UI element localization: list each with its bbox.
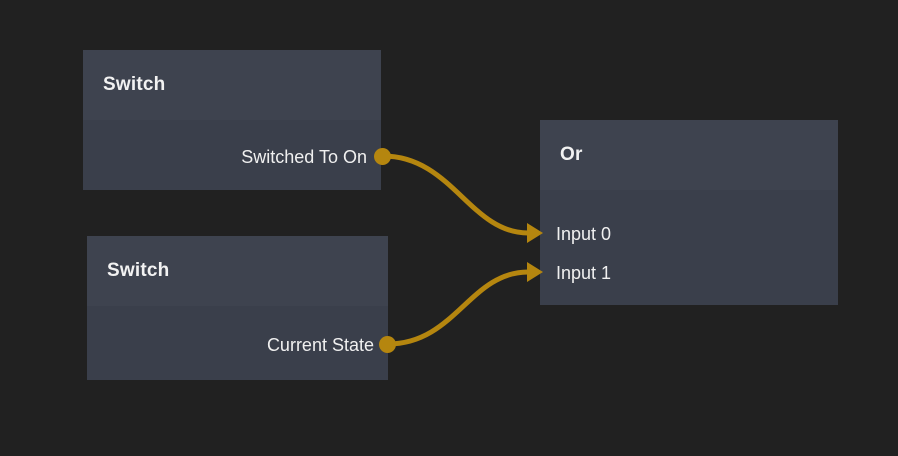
node-title: Switch [107,260,170,281]
input-pin-row-input-1[interactable]: Input 1 [556,264,611,282]
node-header[interactable]: Switch [87,236,388,306]
node-title: Or [560,144,583,165]
output-pin-label: Switched To On [241,147,367,167]
node-body: Current State [87,306,388,380]
node-header[interactable]: Or [540,120,838,190]
node-switch-1[interactable]: Switch Switched To On [83,50,381,190]
input-pin-arrow-input-1[interactable] [527,262,543,282]
node-body: Input 0 Input 1 [540,190,838,305]
output-pin-dot-switched-to-on[interactable] [374,148,391,165]
output-pin-dot-current-state[interactable] [379,336,396,353]
node-header[interactable]: Switch [83,50,381,120]
input-pin-arrow-input-0[interactable] [527,223,543,243]
connection-wire [380,153,531,236]
input-pin-label: Input 1 [556,263,612,283]
output-pin-row-switched-to-on[interactable]: Switched To On [241,148,367,166]
node-title: Switch [103,74,166,95]
connection-wire [385,269,531,347]
output-pin-label: Current State [266,335,374,355]
node-or[interactable]: Or Input 0 Input 1 [540,120,838,305]
node-body: Switched To On [83,120,381,190]
input-pin-label: Input 0 [556,224,612,244]
input-pin-row-input-0[interactable]: Input 0 [556,225,611,243]
node-switch-2[interactable]: Switch Current State [87,236,388,380]
output-pin-row-current-state[interactable]: Current State [267,336,374,354]
